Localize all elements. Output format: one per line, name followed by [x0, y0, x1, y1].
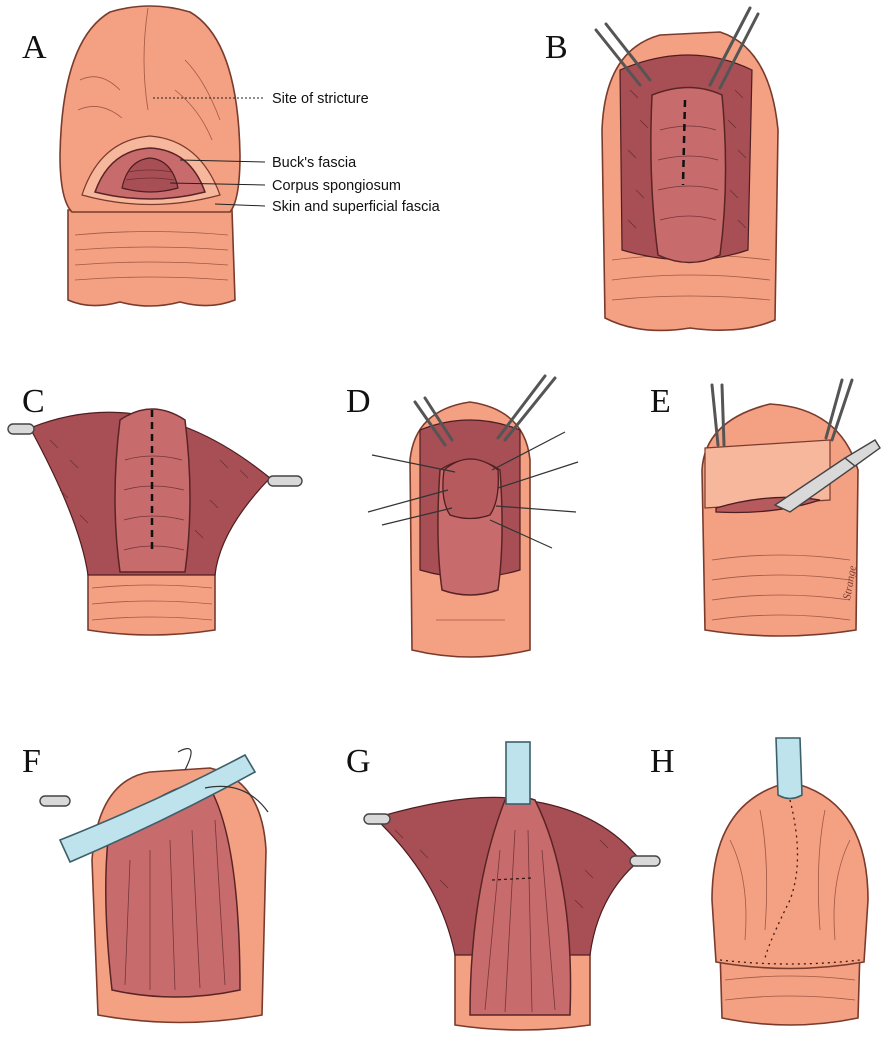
- callout-line-spongiosum: [169, 182, 266, 186]
- catheter-f: [58, 753, 257, 864]
- callout-site-of-stricture: Site of stricture: [272, 91, 369, 107]
- panel-letter-a: A: [22, 29, 47, 66]
- panel-e: E Strange: [650, 378, 881, 637]
- catheter-g: [505, 741, 531, 805]
- panel-g: G: [346, 741, 661, 1031]
- panel-letter-h: H: [650, 743, 675, 780]
- panel-h: H: [650, 737, 869, 1026]
- panel-letter-d: D: [346, 383, 371, 420]
- callout-skin-superficial-fascia: Skin and superficial fascia: [272, 199, 441, 215]
- panel-c: C: [7, 383, 303, 636]
- stay-sutures-d: [367, 431, 579, 549]
- panel-b: B: [545, 6, 779, 332]
- panel-d: D: [346, 374, 579, 658]
- panel-letter-e: E: [650, 383, 671, 420]
- callout-corpus-spongiosum: Corpus spongiosum: [272, 178, 401, 194]
- incision-line-b: [681, 99, 687, 186]
- callout-bucks-fascia: Buck's fascia: [272, 155, 357, 171]
- panel-letter-f: F: [22, 743, 41, 780]
- artist-signature: Strange: [841, 565, 859, 601]
- panel-letter-c: C: [22, 383, 45, 420]
- callout-line-skin: [214, 203, 266, 207]
- panel-a: A Site of stricture Buck's fascia Corpus…: [22, 5, 441, 307]
- suture-line-midline: [764, 799, 799, 959]
- panel-letter-g: G: [346, 743, 371, 780]
- panel-f: F: [22, 743, 269, 1024]
- scalpel-icon: [773, 439, 881, 513]
- callout-line-bucks: [179, 159, 266, 163]
- catheter-h: [775, 737, 803, 800]
- panel-letter-b: B: [545, 29, 568, 66]
